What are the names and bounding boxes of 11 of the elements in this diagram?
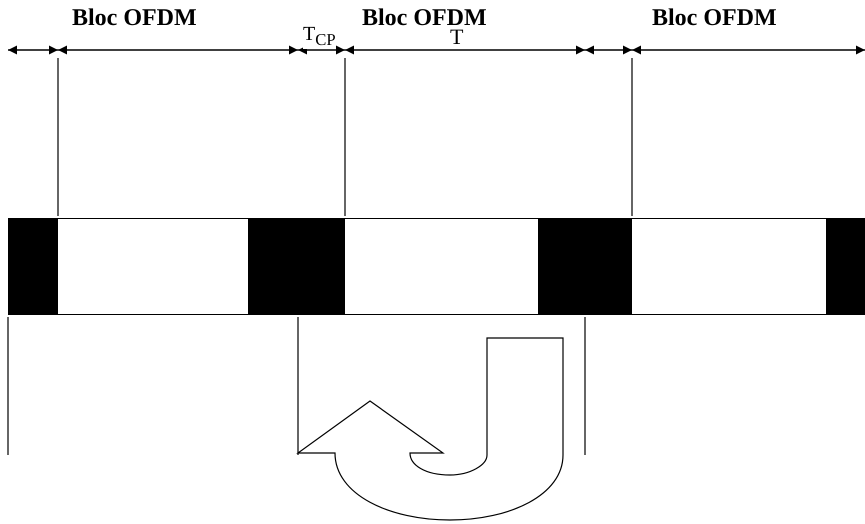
symbol-segment <box>632 218 826 315</box>
symbol-segment <box>345 218 538 315</box>
guard-interval-segment <box>248 218 298 315</box>
guard-interval-segment <box>8 218 58 315</box>
duration-label: T$_{CP}$ <box>303 24 336 49</box>
guard-interval-segment <box>298 218 345 315</box>
guard-interval-segment <box>826 218 865 315</box>
block-arrow <box>297 337 564 521</box>
guard-interval-segment <box>585 218 632 315</box>
symbol-segment <box>58 218 248 315</box>
guard-interval-segment <box>538 218 585 315</box>
